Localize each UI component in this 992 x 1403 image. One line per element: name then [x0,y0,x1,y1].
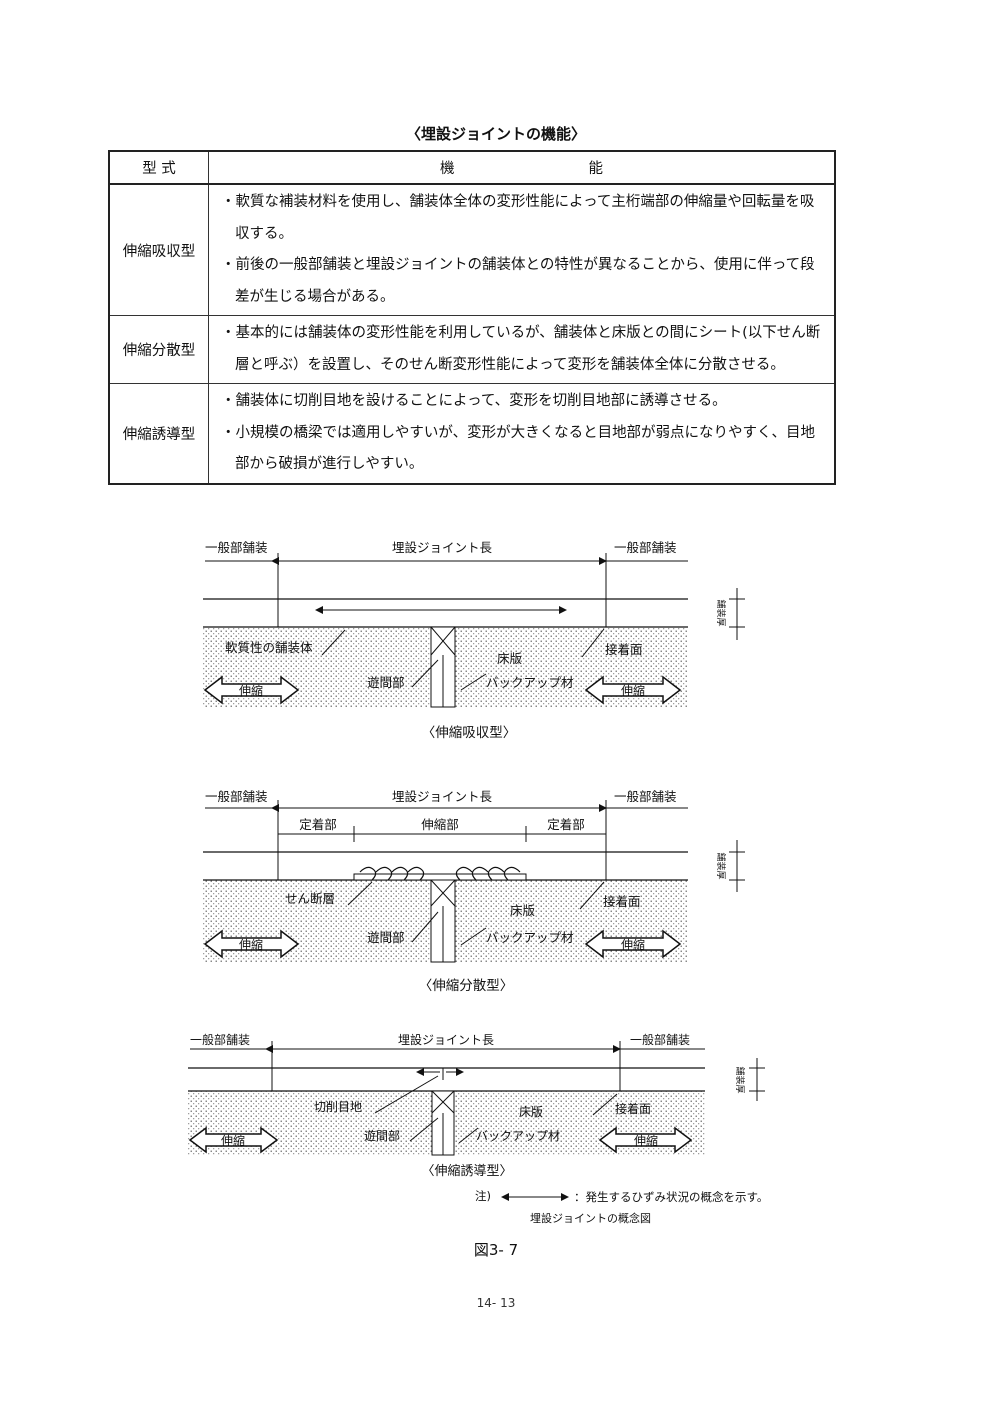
row-description: ・基本的には舗装体の変形性能を利用しているが、舗装体と床版との間にシート(以下せ… [208,315,836,384]
shear-arrows-left-icon [359,866,425,881]
gap-label: 遊間部 [364,1128,400,1143]
thickness-label: 舗装厚 [734,1066,746,1093]
expansion-zone-label: 伸縮部 [421,817,459,832]
function-table: 型 式 機 能 伸縮吸収型 ・軟質な補装材料を使用し、舗装体全体の変形性能によっ… [108,150,836,485]
expansion-arrow-icon [584,675,682,705]
gap-label: 遊間部 [367,675,405,690]
note-subtitle: 埋設ジョイントの概念図 [530,1211,651,1225]
header-type: 型 式 [108,150,209,185]
left-pavement-label: 一般部舗装 [190,1032,250,1047]
list-item: ・舗装体に切削目地を設けることによって、変形を切削目地部に誘導させる。 [221,393,727,409]
expansion-left-label: 伸縮 [221,1133,245,1148]
shear-arrows-right-icon [455,866,521,881]
expansion-left-label: 伸縮 [239,683,263,698]
slab-label: 床版 [510,903,536,918]
right-pavement-label: 一般部舗装 [614,789,677,804]
bond-label: 接着面 [603,894,641,909]
bond-label: 接着面 [605,642,643,657]
note-text: ：発生するひずみ状況の概念を示す。 [574,1190,768,1204]
legend-note: 注) ：発生するひずみ状況の概念を示す。 埋設ジョイントの概念図 [475,1189,768,1225]
row-type: 伸縮分散型 [108,315,209,384]
diagram-caption: 〈伸縮分散型〉 [419,978,514,994]
right-pavement-label: 一般部舗装 [630,1032,690,1047]
table-row: 伸縮分散型 ・基本的には舗装体の変形性能を利用しているが、舗装体と床版との間にシ… [108,315,836,384]
header-function-1: 機 [440,161,455,177]
header-function-2: 能 [588,161,604,177]
table-title: 〈埋設ジョイントの機能〉 [405,125,586,143]
slab-label: 床版 [497,651,523,666]
shear-layer-label: せん断層 [285,891,335,906]
expansion-arrow-icon [203,929,300,959]
shear-layer-sheet [353,873,527,881]
diagram-absorption: 一般部舗装 埋設ジョイント長 一般部舗装 舗装厚 軟質性の舗装体 遊間部 床版 … [203,540,745,741]
expansion-arrow-icon [188,1126,279,1154]
row-description: ・舗装体に切削目地を設けることによって、変形を切削目地部に誘導させる。 ・小規模… [208,383,836,484]
list-item: ・小規模の橋梁では適用しやすいが、変形が大きくなると目地部が弱点になりやすく、目… [221,424,816,473]
list-item: ・前後の一般部舗装と埋設ジョイントの舗装体との特性が異なることから、使用に伴って… [221,257,815,305]
expansion-right-label: 伸縮 [621,937,645,952]
diagram-caption: 〈伸縮誘導型〉 [421,1163,512,1179]
backup-label: バックアップ材 [486,930,574,945]
row-type: 伸縮誘導型 [108,383,209,484]
joint-length-label: 埋設ジョイント長 [392,540,493,555]
anchor-right-label: 定着部 [547,817,585,832]
joint-length-label: 埋設ジョイント長 [392,789,493,804]
joint-length-label: 埋設ジョイント長 [398,1032,494,1047]
diagram-dispersion: 一般部舗装 埋設ジョイント長 一般部舗装 定着部 伸縮部 定着部 舗装厚 せん断… [203,789,745,994]
table-header-row: 型 式 機 能 [108,150,836,185]
expansion-arrow-icon [598,1126,693,1154]
expansion-arrow-icon [584,929,682,959]
thickness-label: 舗装厚 [715,852,727,879]
figure-number: 図3- 7 [473,1241,519,1259]
table-row: 伸縮誘導型 ・舗装体に切削目地を設けることによって、変形を切削目地部に誘導させる… [108,383,836,484]
list-item: ・基本的には舗装体の変形性能を利用しているが、舗装体と床版との間にシート(以下せ… [221,325,821,373]
row-description: ・軟質な補装材料を使用し、舗装体全体の変形性能によって主桁端部の伸縮量や回転量を… [208,183,836,316]
left-pavement-label: 一般部舗装 [205,540,268,555]
expansion-arrow-icon [203,675,300,705]
header-function: 機 能 [208,150,836,185]
page-number: 14- 13 [476,1296,516,1310]
anchor-left-label: 定着部 [299,817,337,832]
diagram-induction: 一般部舗装 埋設ジョイント長 一般部舗装 舗装厚 切削目地 遊間部 床版 バック… [188,1032,765,1179]
thickness-label: 舗装厚 [715,599,727,626]
note-prefix: 注) [475,1189,491,1203]
table-row: 伸縮吸収型 ・軟質な補装材料を使用し、舗装体全体の変形性能によって主桁端部の伸縮… [108,183,836,316]
backup-label: バックアップ材 [476,1129,560,1143]
gap-label: 遊間部 [367,930,405,945]
expansion-right-label: 伸縮 [634,1133,658,1148]
cut-joint-label: 切削目地 [314,1100,362,1114]
backup-label: バックアップ材 [486,675,574,690]
expansion-right-label: 伸縮 [621,683,645,698]
soft-pavement-label: 軟質性の舗装体 [225,640,313,655]
bond-label: 接着面 [615,1101,651,1116]
expansion-left-label: 伸縮 [239,937,263,952]
left-pavement-label: 一般部舗装 [205,789,268,804]
diagram-caption: 〈伸縮吸収型〉 [422,725,517,741]
slab-label: 床版 [519,1105,543,1119]
list-item: ・軟質な補装材料を使用し、舗装体全体の変形性能によって主桁端部の伸縮量や回転量を… [221,194,815,242]
right-pavement-label: 一般部舗装 [614,540,677,555]
